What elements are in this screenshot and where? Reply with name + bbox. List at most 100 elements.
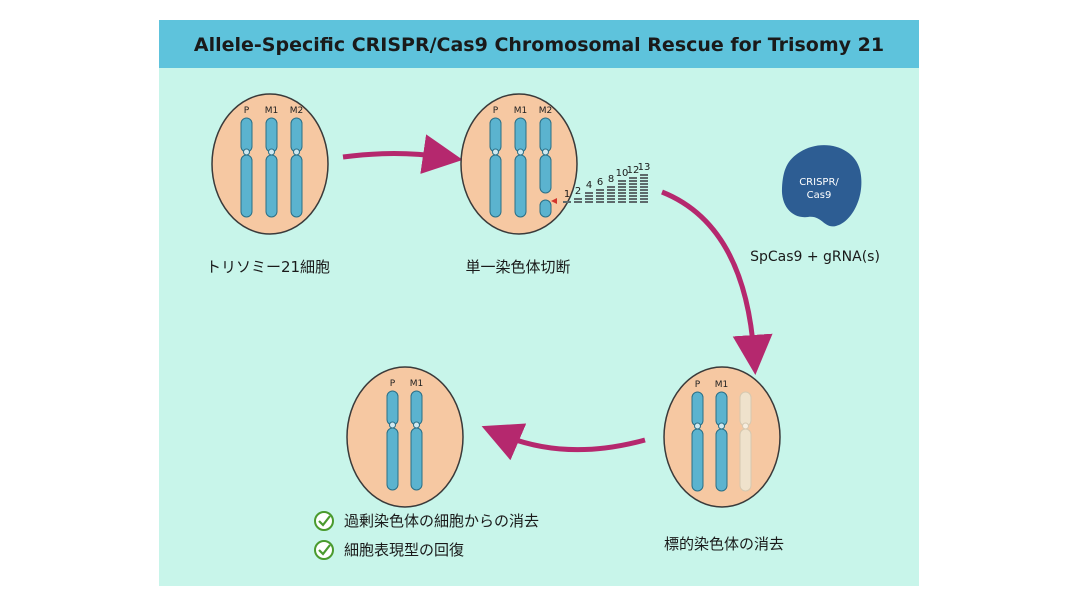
- fragment-bar: [596, 201, 604, 203]
- rescued-cell: P M1: [346, 366, 464, 508]
- fragment-bar: [574, 201, 582, 203]
- fragment-bar: [629, 189, 637, 191]
- fragment-bar: [596, 189, 604, 191]
- fragment-number: 6: [597, 177, 603, 188]
- fragment-number: 8: [608, 174, 614, 185]
- fragment-bar: [640, 174, 648, 176]
- arrow-to-removal: [661, 189, 773, 375]
- chromosome-m2-faded: [739, 391, 752, 492]
- removal-cell: P M1: [663, 366, 781, 508]
- cas9-reagent-label: SpCas9 + gRNA(s): [750, 249, 880, 265]
- fragment-bar: [640, 192, 648, 194]
- chromosome-label-p: P: [493, 106, 499, 116]
- outcome-item: 細胞表現型の回復: [314, 540, 464, 560]
- chromosome-label-p: P: [390, 379, 396, 389]
- chromosome-m2: [290, 117, 303, 218]
- chromosome-m1: [514, 117, 527, 218]
- fragment-bar: [640, 195, 648, 197]
- fragment-bar: [618, 201, 626, 203]
- fragment-stack: 1: [563, 189, 571, 203]
- fragment-stack: 12: [627, 165, 640, 203]
- title-bar: [159, 20, 919, 68]
- chromosome-label-m1: M1: [514, 106, 528, 116]
- chromosome-m2-cut: [539, 117, 552, 218]
- fragment-bar: [607, 195, 615, 197]
- chromosome-label-m1: M1: [410, 379, 424, 389]
- fragment-bar: [607, 201, 615, 203]
- fragment-bar: [585, 192, 593, 194]
- chromosome-label-m2: M2: [290, 106, 304, 116]
- diagram-title: Allele-Specific CRISPR/Cas9 Chromosomal …: [194, 34, 884, 56]
- fragment-bar: [629, 180, 637, 182]
- fragment-number: 1: [564, 189, 570, 200]
- fragment-bar: [629, 201, 637, 203]
- check-icon: [314, 511, 334, 531]
- fragment-bar: [596, 195, 604, 197]
- chromosome-p: [240, 117, 253, 218]
- fragment-bar: [574, 198, 582, 200]
- fragment-bar: [629, 183, 637, 185]
- chromosome-label-m2: M2: [539, 106, 553, 116]
- fragment-bar: [607, 186, 615, 188]
- arrow-to-cut: [342, 134, 463, 174]
- fragment-bar: [618, 183, 626, 185]
- fragment-stack: 13: [638, 162, 651, 203]
- fragment-bar: [618, 189, 626, 191]
- arrow-to-rescued: [481, 423, 646, 461]
- fragment-bar: [640, 201, 648, 203]
- outcome-text: 過剰染色体の細胞からの消去: [344, 512, 539, 530]
- chromosome-p: [386, 390, 399, 491]
- outcome-text: 細胞表現型の回復: [344, 541, 464, 559]
- fragment-bar: [640, 198, 648, 200]
- fragment-number: 10: [616, 168, 629, 179]
- chromosome-label-p: P: [244, 106, 250, 116]
- fragment-bar: [629, 177, 637, 179]
- chromosome-m1: [410, 390, 423, 491]
- fragment-bar: [607, 198, 615, 200]
- check-icon: [314, 540, 334, 560]
- fragment-number: 12: [627, 165, 640, 176]
- trisomy-cell: P M1 M2: [211, 93, 329, 235]
- chromosome-m1: [265, 117, 278, 218]
- chromosome-p: [489, 117, 502, 218]
- fragment-stack: 4: [585, 180, 593, 203]
- outcome-item: 過剰染色体の細胞からの消去: [314, 511, 539, 531]
- fragment-stack: 2: [574, 186, 582, 203]
- fragment-bar: [596, 192, 604, 194]
- chromosome-label-m1: M1: [265, 106, 279, 116]
- cas9-icon: [781, 145, 862, 227]
- fragment-bar: [585, 198, 593, 200]
- fragment-bar: [629, 192, 637, 194]
- fragment-bar: [585, 201, 593, 203]
- fragment-bar: [618, 180, 626, 182]
- chromosome-label-m1: M1: [715, 380, 729, 390]
- cas9-name-line1: CRISPR/: [799, 177, 839, 188]
- fragment-bar: [596, 198, 604, 200]
- cut-cell-label: 単一染色体切断: [465, 258, 570, 276]
- fragment-number: 13: [638, 162, 651, 173]
- chromosome-label-p: P: [695, 380, 701, 390]
- fragment-bar: [618, 198, 626, 200]
- chromosome-p: [691, 391, 704, 492]
- cell-body: [346, 366, 464, 508]
- check-icon-mark: [318, 515, 331, 527]
- cut-site-marker: [551, 198, 557, 204]
- fragment-bar: [563, 201, 571, 203]
- cas9-name-line2: Cas9: [807, 190, 832, 201]
- cut-cell: P M1 M2: [460, 93, 578, 235]
- fragment-bar: [629, 186, 637, 188]
- fragment-bar: [618, 192, 626, 194]
- removal-cell-label: 標的染色体の消去: [664, 535, 784, 553]
- fragment-number: 2: [575, 186, 581, 197]
- check-icon-mark: [318, 544, 331, 556]
- fragment-bar: [640, 183, 648, 185]
- chromosome-m1: [715, 391, 728, 492]
- fragment-bar: [640, 186, 648, 188]
- fragment-bar: [640, 180, 648, 182]
- cas9-protein: CRISPR/ Cas9: [781, 145, 862, 227]
- fragment-bar: [607, 189, 615, 191]
- fragment-bar: [629, 195, 637, 197]
- fragment-bar: [629, 198, 637, 200]
